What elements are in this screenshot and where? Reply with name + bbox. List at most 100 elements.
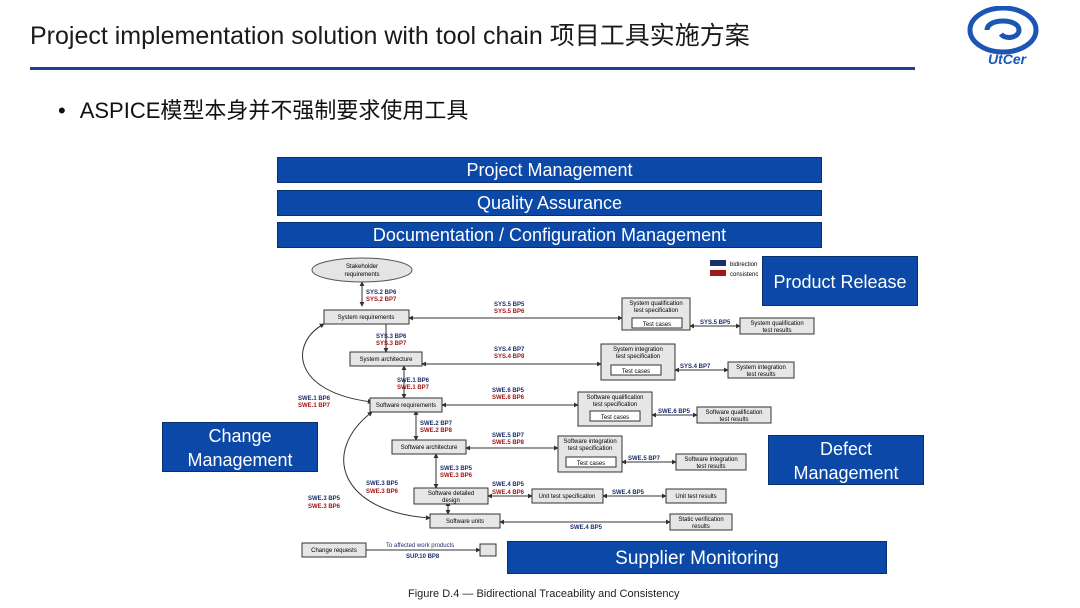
trace-label: SYS.5 BP6 — [494, 309, 525, 315]
static-verification-box — [669, 513, 733, 531]
test-cases-box — [565, 456, 617, 468]
box-label: Unit test specification — [539, 494, 596, 500]
box-label: test specification — [568, 446, 612, 452]
trace-label: To affected work products — [386, 543, 454, 549]
system-qualification-results-box — [739, 317, 815, 335]
legend: bidirection consistenc — [710, 260, 758, 278]
trace-label: SWE.3 BP6 — [366, 489, 399, 495]
software-integration-results-box — [675, 453, 747, 471]
test-cases-box — [610, 364, 662, 376]
supplier-monitoring-box: Supplier Monitoring — [507, 541, 887, 574]
software-architecture-box — [391, 439, 467, 455]
trace-label: SWE.5 BP7 — [628, 456, 661, 462]
box-label: Software architecture — [401, 445, 458, 451]
stakeholder-label: Stakeholder — [346, 264, 378, 270]
box-label: System integration — [736, 365, 786, 371]
box-label: System requirements — [338, 315, 395, 321]
box-label: Software units — [446, 519, 484, 525]
box-label: Test cases — [601, 415, 629, 421]
legend-label: consistenc — [730, 272, 758, 278]
box-label: Software integration — [563, 439, 616, 445]
trace-label: SYS.3 BP6 — [376, 334, 407, 340]
stakeholder-cloud: Stakeholder requirements — [311, 257, 413, 283]
change-requests-box — [301, 542, 367, 558]
box-label: Test cases — [643, 322, 671, 328]
documentation-bar: Documentation / Configuration Management — [277, 222, 822, 248]
box-label: Software integration — [684, 457, 737, 463]
trace-label: SWE.6 BP5 — [492, 388, 525, 394]
trace-label: SWE.3 BP6 — [308, 504, 341, 510]
legend-swatch-bidirectional — [710, 260, 726, 266]
box-label: results — [692, 524, 710, 530]
work-products-icon — [479, 543, 497, 557]
trace-label: SYS.5 BP5 — [494, 302, 525, 308]
trace-label: SYS.2 BP7 — [366, 297, 397, 303]
defect-management-label: Defect — [819, 439, 873, 459]
trace-label: SYS.5 BP5 — [700, 320, 731, 326]
box-label: test specification — [593, 402, 637, 408]
title-rule — [30, 67, 915, 70]
system-requirements-box — [323, 309, 410, 325]
trace-label: SWE.3 BP6 — [440, 473, 473, 479]
trace-label: SWE.4 BP5 — [612, 490, 645, 496]
logo-text: UtCer — [988, 51, 1028, 67]
box-label: System architecture — [359, 357, 413, 363]
box-label: test results — [746, 372, 775, 378]
unit-test-spec-box — [531, 488, 604, 504]
slide-title: Project implementation solution with too… — [30, 22, 750, 50]
box-label: System qualification — [629, 301, 682, 307]
trace-label: SYS.4 BP7 — [680, 364, 711, 370]
box-label: design — [442, 498, 460, 504]
utcer-logo: UtCer — [967, 6, 1039, 67]
trace-curve — [302, 323, 373, 404]
project-management-bar: Project Management — [277, 157, 822, 183]
supplier-monitoring-label: Supplier Monitoring — [615, 548, 779, 569]
legend-swatch-consistency — [710, 270, 726, 276]
software-detailed-design-box — [413, 487, 489, 505]
trace-label: SYS.4 BP7 — [494, 347, 525, 353]
trace-label: SYS.4 BP8 — [494, 354, 525, 360]
trace-label: SYS.3 BP7 — [376, 341, 407, 347]
trace-label: SWE.2 BP7 — [420, 421, 453, 427]
trace-label: SWE.1 BP7 — [397, 385, 430, 391]
box-label: System integration — [613, 347, 663, 353]
unit-test-results-box — [665, 488, 727, 504]
software-requirements-box — [369, 397, 443, 413]
box-label: Test cases — [577, 461, 605, 467]
change-management-label: Management — [187, 450, 293, 470]
trace-curve — [343, 411, 431, 521]
box-label: Software detailed — [428, 491, 474, 497]
box-label: test results — [719, 417, 748, 423]
box-label: Software requirements — [376, 403, 436, 409]
quality-assurance-bar: Quality Assurance — [277, 190, 822, 216]
trace-label: SWE.4 BP5 — [570, 525, 603, 531]
box-label: test specification — [616, 354, 660, 360]
product-release-label: Product Release — [773, 272, 907, 292]
change-management-box: Change Management — [162, 422, 318, 472]
trace-label: SWE.1 BP6 — [298, 396, 331, 402]
box-label: Software qualification — [705, 410, 762, 416]
trace-label: SWE.6 BP5 — [658, 409, 691, 415]
trace-label: SWE.5 BP7 — [492, 433, 525, 439]
legend-label: bidirection — [730, 262, 757, 268]
box-label: Software qualification — [586, 395, 643, 401]
bullet-text: ASPICE模型本身并不强制要求使用工具 — [79, 98, 469, 123]
bullet-item: • ASPICE模型本身并不强制要求使用工具 — [58, 93, 468, 125]
trace-label: SWE.4 BP5 — [492, 482, 525, 488]
software-qualification-results-box — [696, 406, 772, 424]
trace-label: SYS.2 BP6 — [366, 290, 397, 296]
figure-caption: Figure D.4 — Bidirectional Traceability … — [408, 588, 680, 600]
box-label: test specification — [634, 308, 678, 314]
stakeholder-label: requirements — [344, 272, 379, 278]
box-label: test results — [696, 464, 725, 470]
change-management-label: Change — [208, 426, 272, 446]
bullet-dot: • — [58, 98, 66, 123]
box-label: Unit test results — [675, 494, 716, 500]
box-label: Change requests — [311, 548, 357, 554]
trace-label: SWE.1 BP6 — [397, 378, 430, 384]
box-label: Static verification — [678, 517, 723, 523]
trace-label: SWE.1 BP7 — [298, 403, 331, 409]
trace-label: SUP.10 BP8 — [406, 554, 440, 560]
system-integration-results-box — [727, 361, 795, 379]
test-cases-box — [631, 317, 683, 329]
